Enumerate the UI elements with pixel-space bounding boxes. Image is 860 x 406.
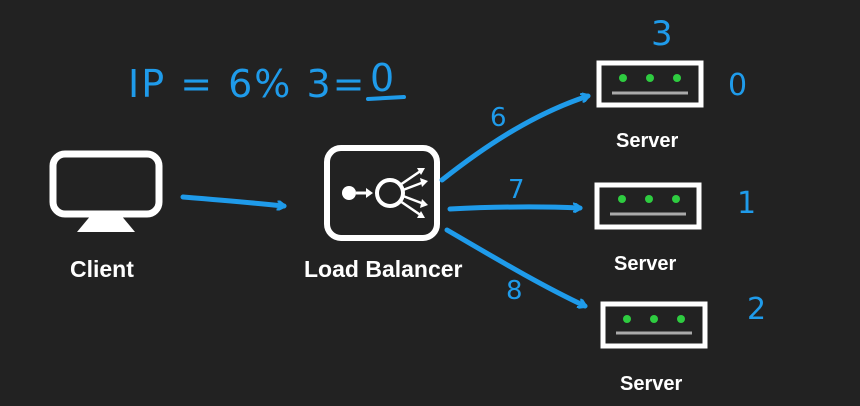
formula-text: IP = 6% 3=: [128, 62, 367, 106]
client-monitor-icon: [49, 150, 163, 232]
server-2-icon: [600, 301, 708, 349]
client-label: Client: [70, 256, 134, 282]
server-0-index: 0: [728, 68, 748, 103]
load-balancer-icon: [324, 145, 440, 241]
lb-to-server-0-arrow: [439, 96, 591, 183]
lb-to-server-1-arrow: [447, 207, 583, 209]
edge-label-8: 8: [506, 276, 523, 306]
server-2-label: Server: [620, 373, 683, 395]
edge-label-6: 6: [490, 103, 507, 133]
server-count: 3: [651, 14, 673, 54]
server-0-icon: [596, 60, 704, 108]
server-0-label: Server: [616, 130, 679, 152]
formula-result: 0: [370, 56, 395, 100]
client-to-lb-arrow: [180, 194, 287, 206]
server-1-label: Server: [614, 253, 677, 275]
server-2-index: 2: [747, 292, 767, 327]
result-underline: [366, 95, 406, 101]
server-1-icon: [594, 182, 702, 230]
lb-to-server-2-arrow: [444, 227, 588, 306]
server-1-index: 1: [737, 186, 757, 221]
load-balancer-label: Load Balancer: [304, 256, 463, 282]
edge-label-7: 7: [508, 175, 525, 205]
